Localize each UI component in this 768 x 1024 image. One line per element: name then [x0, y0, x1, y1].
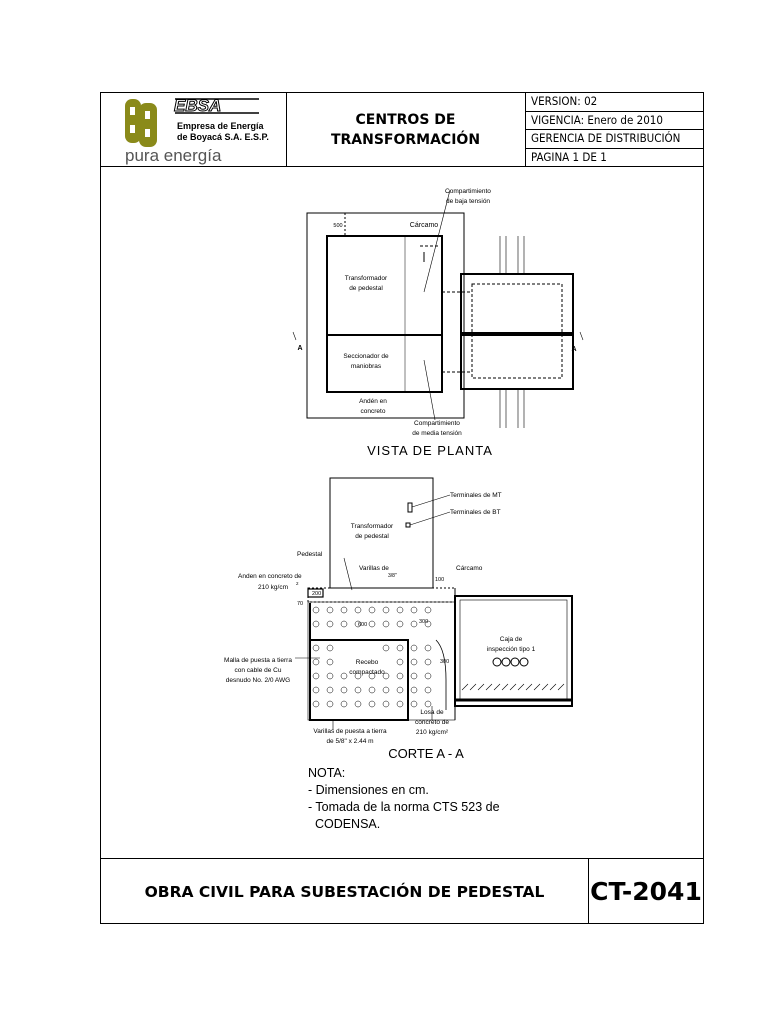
- dim-500: 500: [333, 223, 342, 229]
- footer-block: OBRA CIVIL PARA SUBESTACIÓN DE PEDESTAL …: [101, 858, 703, 924]
- label-anden-2: concreto: [361, 408, 386, 415]
- dim-300a: 300: [419, 619, 428, 625]
- label-comp-bt-2: de baja tensión: [446, 198, 490, 205]
- version: VERSION: 02: [526, 93, 703, 112]
- logo-wordmark: EBSA: [174, 96, 221, 115]
- title-line2: TRANSFORMACIÓN: [330, 131, 481, 148]
- label-losa-1: Losa de: [420, 709, 444, 716]
- footer-title: OBRA CIVIL PARA SUBESTACIÓN DE PEDESTAL: [101, 859, 589, 924]
- drawing-sheet: EBSA Empresa de Energía de Boyacá S.A. E…: [100, 92, 704, 924]
- label-varillas: Varillas de: [359, 565, 389, 572]
- label-losa-2: concreto de: [415, 719, 449, 726]
- document-title: CENTROS DE TRANSFORMACIÓN: [286, 93, 526, 166]
- ebsa-logo-icon: EBSA Empresa de Energía de Boyacá S.A. E…: [125, 96, 269, 165]
- label-terminales-bt: Terminales de BT: [450, 509, 501, 516]
- plan-view-title: VISTA DE PLANTA: [367, 443, 493, 458]
- label-anden-section-1: Anden en concreto de: [238, 573, 302, 580]
- label-varillas-pt-2: de 5/8" x 2.44 m: [326, 738, 373, 745]
- label-malla-3: desnudo No. 2/0 AWG: [226, 677, 290, 684]
- label-comp-bt-1: Compartimiento: [445, 188, 491, 195]
- label-caja-2: inspección tipo 1: [487, 646, 536, 653]
- label-caja-1: Caja de: [500, 636, 523, 643]
- label-section-trafo-1: Transformador: [351, 523, 394, 530]
- label-trafo-2: de pedestal: [349, 285, 383, 292]
- label-pedestal: Pedestal: [297, 551, 323, 558]
- section-view-title: CORTE A - A: [388, 746, 464, 761]
- vigencia: VIGENCIA: Enero de 2010: [526, 112, 703, 130]
- section-mark-right: A: [571, 346, 576, 353]
- dim-200: 200: [312, 591, 321, 597]
- label-anden-section-2: 210 kg/cm: [258, 584, 288, 591]
- label-recebo-2: compactado: [349, 669, 385, 676]
- label-secc-1: Seccionador de: [343, 353, 389, 360]
- drawing-code: CT-2041: [590, 877, 702, 906]
- label-malla-2: con cable de Cu: [235, 667, 282, 674]
- label-comp-mt-1: Compartimiento: [414, 420, 460, 427]
- dim-600: 600: [358, 622, 367, 628]
- note-line3: CODENSA.: [308, 817, 381, 831]
- note-line1: - Dimensiones en cm.: [308, 783, 429, 797]
- plan-view: [292, 189, 584, 428]
- label-anden-1: Andén en: [359, 398, 387, 405]
- company-logo: EBSA Empresa de Energía de Boyacá S.A. E…: [101, 93, 287, 166]
- title-line1: CENTROS DE: [355, 111, 456, 128]
- dim-300b: 300: [440, 659, 449, 665]
- slogan: pura energía: [125, 146, 222, 165]
- label-varillas-pt-1: Varillas de puesta a tierra: [313, 728, 387, 735]
- company-name-line2: de Boyacá S.A. E.S.P.: [177, 132, 269, 142]
- notes-block: NOTA: - Dimensiones en cm. - Tomada de l…: [308, 765, 500, 833]
- label-secc-2: maniobras: [351, 363, 382, 370]
- dim-70: 70: [297, 601, 303, 607]
- section-view: [295, 477, 573, 730]
- section-mark-left: A: [297, 345, 302, 352]
- label-terminales-mt: Terminales de MT: [450, 492, 502, 499]
- header-block: EBSA Empresa de Energía de Boyacá S.A. E…: [101, 93, 703, 167]
- gerencia: GERENCIA DE DISTRIBUCIÓN: [526, 130, 703, 149]
- recebo-hatch: [312, 606, 432, 708]
- label-section-carcamo: Cárcamo: [456, 565, 483, 572]
- company-name-line1: Empresa de Energía: [177, 121, 265, 131]
- caja-gravel-hatch: [461, 683, 565, 691]
- label-losa-3: 210 kg/cm²: [416, 729, 449, 736]
- label-section-trafo-2: de pedestal: [355, 533, 389, 540]
- label-trafo-1: Transformador: [345, 275, 388, 282]
- label-recebo-1: Recebo: [356, 659, 379, 666]
- note-line2: - Tomada de la norma CTS 523 de: [308, 800, 500, 814]
- label-comp-mt-2: de media tensión: [412, 430, 462, 437]
- notes-title: NOTA:: [308, 766, 346, 780]
- pagina: PAGINA 1 DE 1: [531, 149, 607, 164]
- label-anden-sup: 2: [296, 581, 299, 586]
- document-meta: VERSION: 02 VIGENCIA: Enero de 2010 GERE…: [526, 93, 703, 166]
- label-varillas-frac: 3/8": [388, 573, 397, 579]
- dim-100: 100: [435, 577, 444, 583]
- label-malla-1: Malla de puesta a tierra: [224, 657, 292, 664]
- label-carcamo: Cárcamo: [410, 222, 439, 229]
